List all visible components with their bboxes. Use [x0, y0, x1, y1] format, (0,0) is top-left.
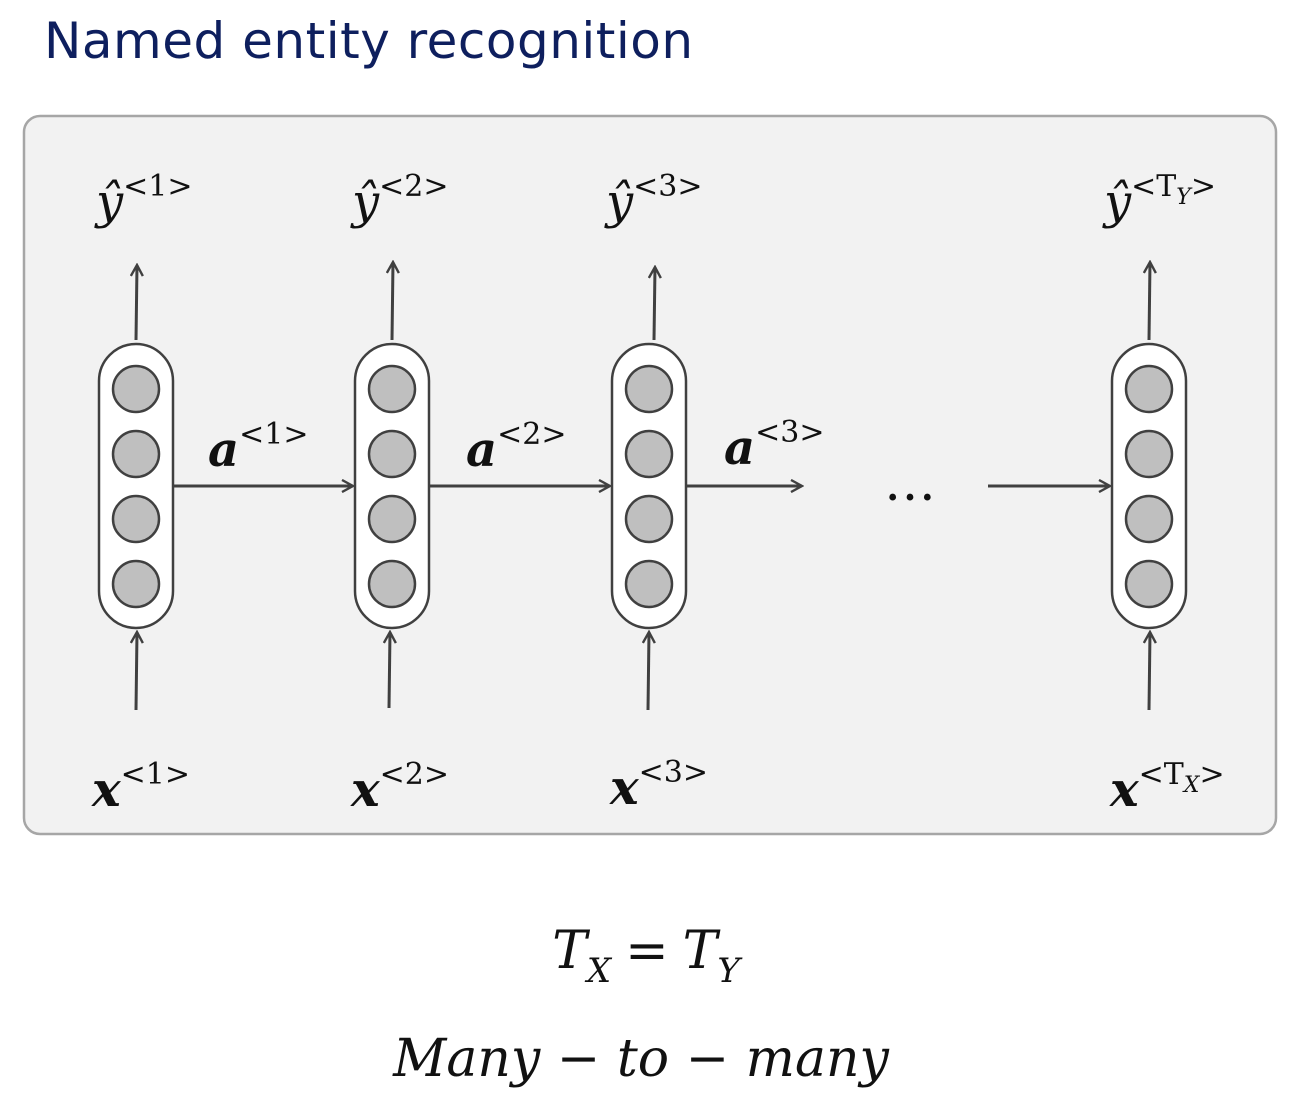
hidden-unit [367, 494, 417, 544]
output-label-2: ŷ<2> [350, 169, 449, 230]
input-arrow-last [1149, 632, 1150, 711]
many-to-many-caption: Many − to − many [392, 1029, 889, 1089]
input-label-3: x<3> [609, 755, 708, 816]
ellipsis: … [884, 453, 936, 513]
activation-label-2: a<2> [466, 417, 566, 478]
hidden-unit [624, 429, 674, 479]
hidden-unit [1124, 559, 1174, 609]
hidden-unit [111, 559, 161, 609]
page-title: Named entity recognition [44, 12, 694, 70]
hidden-unit [111, 364, 161, 414]
output-arrow-2 [392, 262, 393, 341]
activation-label-3: a<3> [724, 415, 824, 476]
input-label-1: x<1> [91, 757, 190, 818]
hidden-unit [624, 364, 674, 414]
rnn-cell-3 [610, 342, 688, 630]
hidden-unit [1124, 429, 1174, 479]
equation: TX=TY [552, 921, 743, 991]
hidden-unit [367, 559, 417, 609]
input-label-last: x<TX> [1109, 757, 1225, 818]
output-arrow-1 [136, 265, 137, 341]
output-arrow-3 [654, 267, 655, 341]
input-label-2: x<2> [350, 757, 449, 818]
hidden-unit [367, 364, 417, 414]
hidden-unit [1124, 494, 1174, 544]
input-arrow-3 [648, 632, 649, 711]
output-label-1: ŷ<1> [94, 169, 193, 230]
output-label-3: ŷ<3> [604, 169, 703, 230]
hidden-unit [111, 494, 161, 544]
hidden-unit [1124, 364, 1174, 414]
output-label-last: ŷ<TY> [1102, 169, 1216, 230]
rnn-cell-1 [97, 342, 175, 630]
hidden-unit [624, 494, 674, 544]
hidden-unit [367, 429, 417, 479]
input-arrow-1 [136, 632, 137, 711]
hidden-unit [111, 429, 161, 479]
rnn-cell-2 [353, 342, 431, 630]
activation-label-1: a<1> [208, 417, 308, 478]
hidden-unit [624, 559, 674, 609]
rnn-cell-last [1110, 342, 1188, 630]
input-arrow-2 [389, 632, 390, 709]
output-arrow-last [1149, 262, 1150, 341]
